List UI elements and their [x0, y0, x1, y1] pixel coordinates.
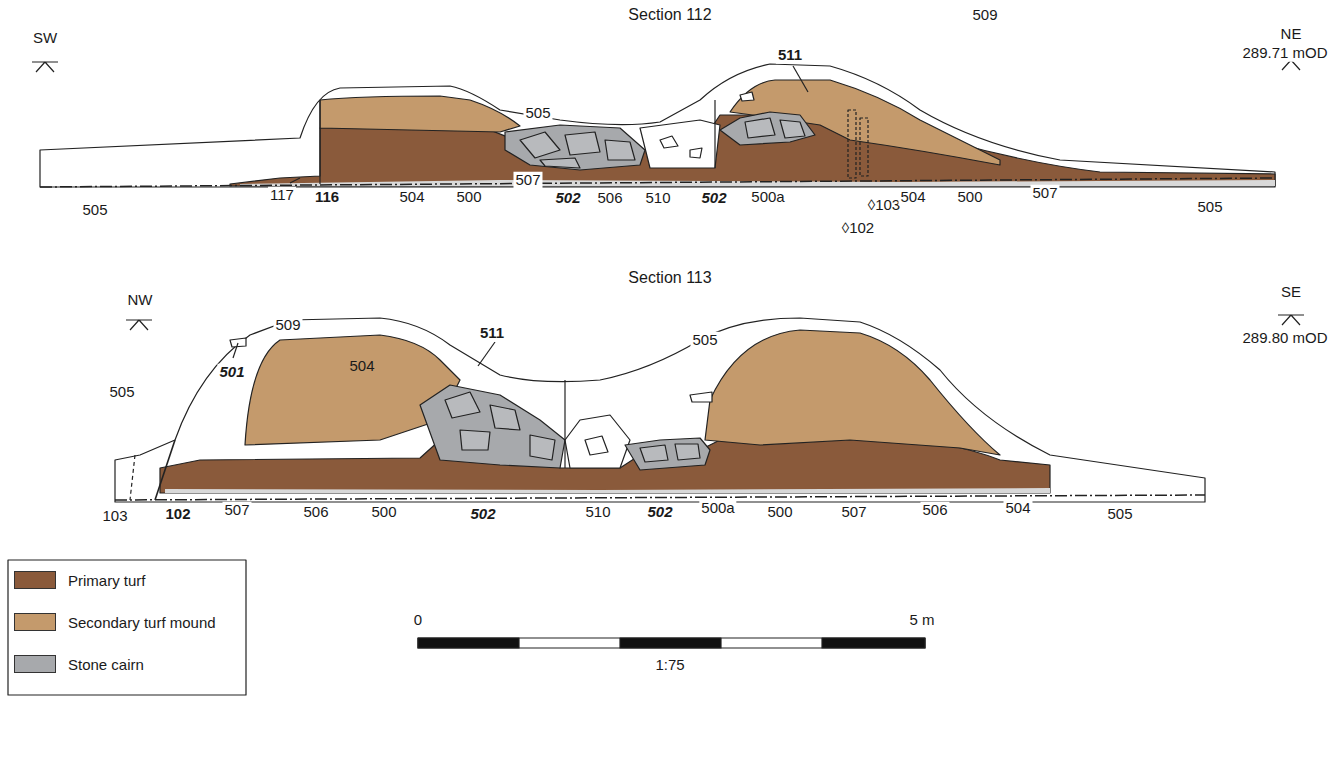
context-number: 504 — [347, 358, 376, 375]
context-number: 506 — [595, 190, 624, 207]
context-number: 510 — [583, 504, 612, 521]
context-number: 510 — [643, 190, 672, 207]
context-number: 500 — [369, 504, 398, 521]
context-number: SW — [31, 30, 59, 47]
context-number: 502 — [699, 190, 728, 207]
context-number: 505 — [107, 384, 136, 401]
context-number: 507 — [839, 504, 868, 521]
legend-swatch — [14, 613, 56, 631]
context-number: 505 — [690, 332, 719, 349]
context-number: 289.71 mOD — [1240, 45, 1329, 62]
context-number: 502 — [645, 504, 674, 521]
context-number: 505 — [1105, 506, 1134, 523]
legend-swatch — [14, 571, 56, 589]
context-number: 0 — [412, 612, 424, 629]
context-number: ◊103 — [866, 197, 902, 214]
context-number: 289.80 mOD — [1240, 330, 1329, 347]
context-number: 507 — [513, 172, 542, 189]
context-number: 504 — [898, 189, 927, 206]
section-title: Section 113 — [626, 269, 713, 287]
context-number: 502 — [553, 190, 582, 207]
context-number: 504 — [1003, 500, 1032, 517]
context-number: 117 — [268, 187, 296, 204]
context-number: 502 — [468, 506, 497, 523]
context-number: NE — [1279, 26, 1304, 43]
context-number: 507 — [1030, 185, 1059, 202]
context-number: 500 — [454, 189, 483, 206]
context-number: 500a — [699, 500, 736, 517]
context-number: 504 — [397, 189, 426, 206]
context-number: SE — [1279, 284, 1303, 301]
context-number: 506 — [301, 504, 330, 521]
legend-row: Secondary turf mound — [14, 613, 216, 631]
context-number: 511 — [478, 325, 506, 342]
context-number: 500a — [749, 189, 786, 206]
legend-row: Stone cairn — [14, 655, 144, 673]
context-number: 501 — [217, 364, 246, 381]
context-number: 507 — [222, 502, 251, 519]
context-number: 505 — [523, 105, 552, 122]
context-number: ◊102 — [840, 220, 876, 237]
context-number: 102 — [163, 506, 192, 523]
context-number: 116 — [313, 189, 341, 206]
section-title: Section 112 — [626, 6, 713, 24]
legend-row: Primary turf — [14, 571, 146, 589]
context-number: 505 — [80, 202, 109, 219]
context-number: NW — [126, 292, 155, 309]
context-number: 103 — [100, 508, 129, 525]
legend-text: Primary turf — [68, 572, 146, 589]
context-number: 506 — [920, 502, 949, 519]
legend-swatch — [14, 655, 56, 673]
context-number: 505 — [1195, 199, 1224, 216]
context-number: 500 — [955, 189, 984, 206]
legend-text: Secondary turf mound — [68, 614, 216, 631]
context-number: 5 m — [907, 612, 936, 629]
context-number: 509 — [273, 317, 302, 334]
context-number: 509 — [970, 7, 999, 24]
context-number: 500 — [765, 504, 794, 521]
legend-text: Stone cairn — [68, 656, 144, 673]
context-number: 1:75 — [653, 657, 686, 674]
context-number: 511 — [776, 47, 804, 64]
